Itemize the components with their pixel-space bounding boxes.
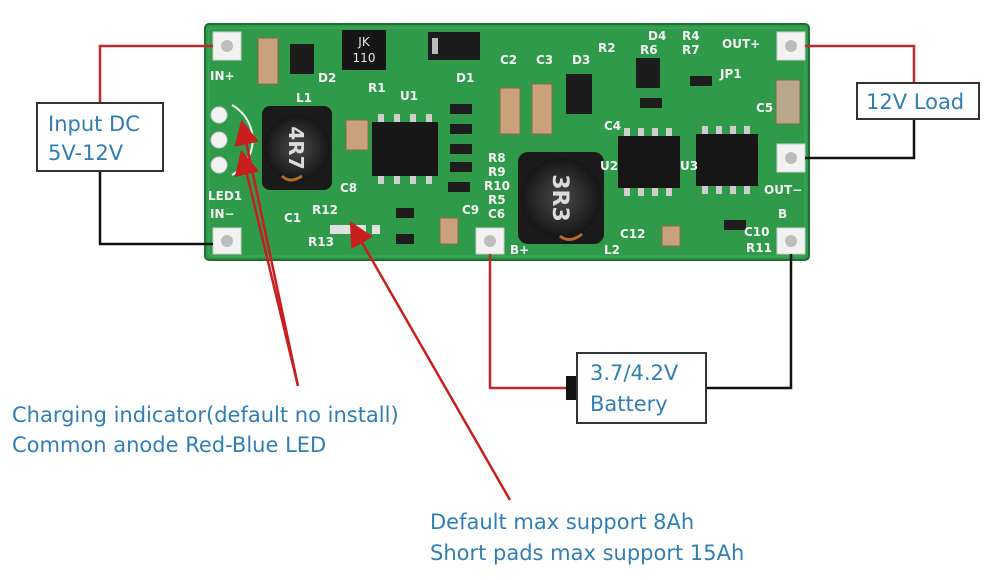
wires <box>98 44 916 390</box>
capacitor-c12 <box>661 225 681 247</box>
arrow-to-jumper <box>349 221 512 501</box>
capacitor-c8 <box>345 119 369 151</box>
battery-line2: Battery <box>590 392 668 416</box>
pad-out-minus <box>776 143 806 173</box>
chip-jk110: JK 110 <box>342 30 386 70</box>
capacitor-c3 <box>531 83 553 135</box>
inductor-l2-marking: 3R3 <box>547 174 572 222</box>
input-dc-line1: Input DC <box>48 112 140 136</box>
ic-u3 <box>696 126 758 194</box>
ic-u1 <box>372 114 438 184</box>
battery-line1: 3.7/4.2V <box>590 361 679 385</box>
silk-u1: U1 <box>400 89 418 103</box>
input-dc-line2: 5V-12V <box>48 141 124 165</box>
capacity-note-line1: Default max support 8Ah <box>430 510 695 534</box>
silk-r11: R11 <box>746 241 772 255</box>
silk-c3: C3 <box>536 53 553 67</box>
silk-r12: R12 <box>312 203 338 217</box>
silk-c12: C12 <box>620 227 646 241</box>
silk-r5: R5 <box>488 193 506 207</box>
wire-load-positive <box>805 44 916 82</box>
silk-r13: R13 <box>308 235 334 249</box>
input-dc-box: Input DC 5V-12V <box>36 102 164 172</box>
silk-c1: C1 <box>284 211 301 225</box>
silk-c2: C2 <box>500 53 517 67</box>
pad-b-plus <box>475 227 505 255</box>
silk-c10: C10 <box>744 225 770 239</box>
silk-b: B <box>778 207 787 221</box>
silk-in-plus: IN+ <box>210 69 235 83</box>
capacity-note-line2: Short pads max support 15Ah <box>430 541 745 565</box>
silk-u3: U3 <box>680 159 698 173</box>
silk-r1: R1 <box>368 81 386 95</box>
silk-jp1: JP1 <box>719 67 742 81</box>
charging-note-line2: Common anode Red-Blue LED <box>12 433 327 457</box>
annotation-arrows <box>234 119 512 501</box>
pad-in-minus <box>212 227 242 255</box>
wire-battery-negative <box>707 254 793 390</box>
pcb-board: 4R7 3R3 <box>204 23 810 261</box>
solder-jumper-pads <box>330 225 380 234</box>
silk-in-minus: IN− <box>210 207 235 221</box>
load-label: 12V Load <box>866 90 965 114</box>
ic-u2 <box>618 128 680 196</box>
wire-battery-positive <box>488 254 572 390</box>
wire-input-negative <box>98 172 213 246</box>
chip-marking-110: 110 <box>353 51 376 65</box>
silk-c6: C6 <box>488 207 505 221</box>
silk-c8: C8 <box>340 181 357 195</box>
silk-r2: R2 <box>598 41 616 55</box>
silk-d1: D1 <box>456 71 474 85</box>
pad-out-plus <box>776 31 806 61</box>
silk-r9: R9 <box>488 165 506 179</box>
silk-u2: U2 <box>600 159 618 173</box>
transistor-q <box>636 58 660 88</box>
charging-note-line1: Charging indicator(default no install) <box>12 403 399 427</box>
silk-out-minus: OUT− <box>764 183 802 197</box>
silk-c5: C5 <box>756 101 773 115</box>
inductor-l1: 4R7 <box>262 106 332 190</box>
pad-b-minus <box>776 227 806 255</box>
capacitor-c2 <box>499 87 521 135</box>
silk-d2: D2 <box>318 71 336 85</box>
capacitor-c5 <box>775 79 801 125</box>
silk-c4: C4 <box>604 119 621 133</box>
silk-d4: D4 <box>648 29 666 43</box>
silk-r8: R8 <box>488 151 506 165</box>
silk-r6: R6 <box>640 43 658 57</box>
battery-box: 3.7/4.2V Battery <box>576 352 707 424</box>
silk-r10: R10 <box>484 179 510 193</box>
resistor-array <box>396 76 746 244</box>
silk-led1: LED1 <box>208 189 242 203</box>
chip-marking-jk: JK <box>357 35 371 49</box>
battery-terminal <box>566 376 576 400</box>
arrow-to-led2 <box>234 149 300 387</box>
silk-r7: R7 <box>682 43 700 57</box>
load-box: 12V Load <box>856 82 980 120</box>
diode-d3 <box>566 74 592 114</box>
silk-l1: L1 <box>296 91 312 105</box>
pad-in-plus <box>212 31 242 61</box>
capacitor-c-input <box>257 37 279 85</box>
silk-r4: R4 <box>682 29 700 43</box>
wire-load-negative <box>805 120 916 160</box>
silk-out-plus: OUT+ <box>722 37 760 51</box>
silk-l2: L2 <box>604 243 620 257</box>
inductor-l2: 3R3 <box>518 152 604 244</box>
inductor-l1-marking: 4R7 <box>284 126 308 169</box>
wire-input-positive <box>98 44 213 102</box>
diode-d1 <box>428 32 480 60</box>
capacitor-c9 <box>439 217 459 245</box>
diode-d2 <box>290 44 314 74</box>
capacity-note: Default max support 8Ah Short pads max s… <box>430 507 744 569</box>
silk-b-plus: B+ <box>510 243 529 257</box>
silk-c9: C9 <box>462 203 479 217</box>
charging-indicator-note: Charging indicator(default no install) C… <box>12 400 399 460</box>
silk-d3: D3 <box>572 53 590 67</box>
